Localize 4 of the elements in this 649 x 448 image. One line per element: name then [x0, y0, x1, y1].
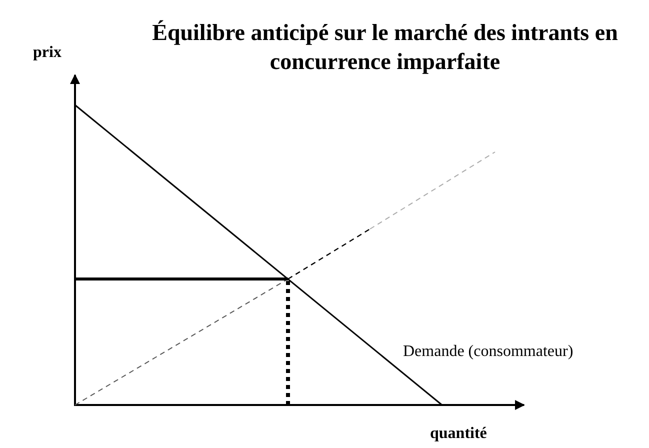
axis-label: prix	[33, 44, 62, 62]
axis-label: quantité	[430, 425, 487, 443]
curve-label: Demande (consommateur)	[403, 343, 574, 361]
title: Équilibre anticipé sur le marché des intrants en concurrence imparfaite	[151, 19, 619, 76]
